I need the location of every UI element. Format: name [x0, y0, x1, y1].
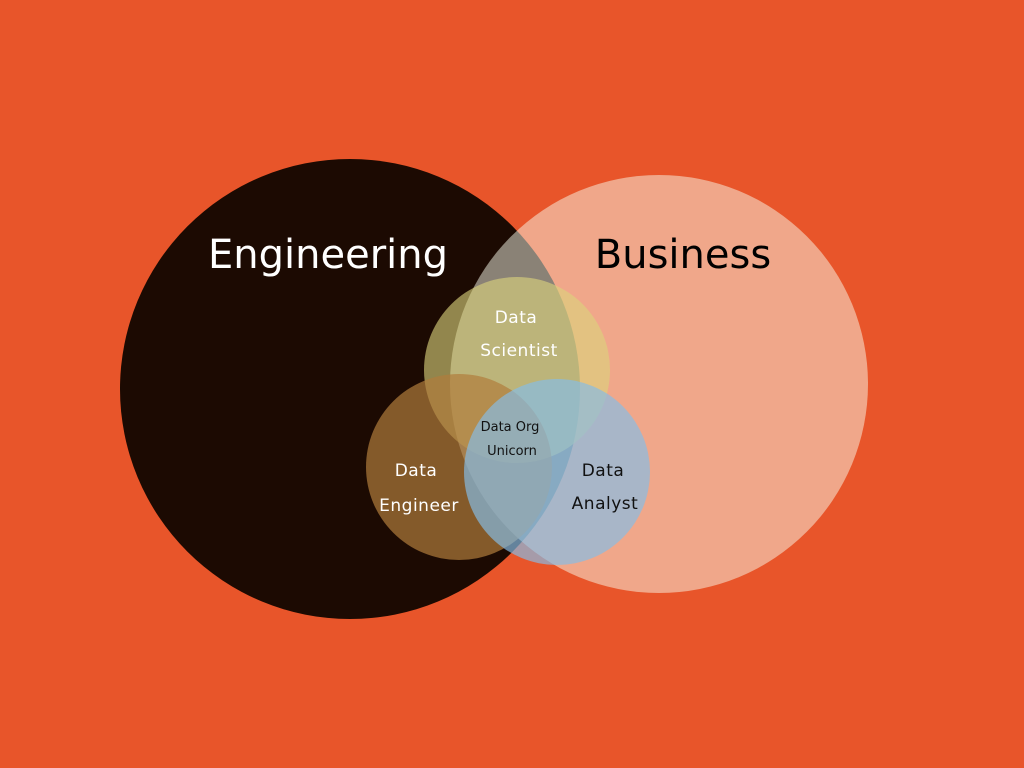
data-engineer-label-line1: Data: [395, 461, 438, 481]
unicorn-label-line2: Unicorn: [487, 444, 537, 459]
data-analyst-circle: [464, 379, 650, 565]
data-scientist-label-line1: Data: [495, 308, 538, 328]
data-analyst-label-line1: Data: [582, 461, 625, 481]
engineering-label: Engineering: [208, 232, 448, 278]
data-engineer-label-line2: Engineer: [379, 496, 459, 516]
data-analyst-label-line2: Analyst: [572, 494, 639, 514]
unicorn-label-line1: Data Org: [481, 420, 540, 435]
data-scientist-label-line2: Scientist: [480, 341, 558, 361]
business-label: Business: [595, 232, 771, 278]
